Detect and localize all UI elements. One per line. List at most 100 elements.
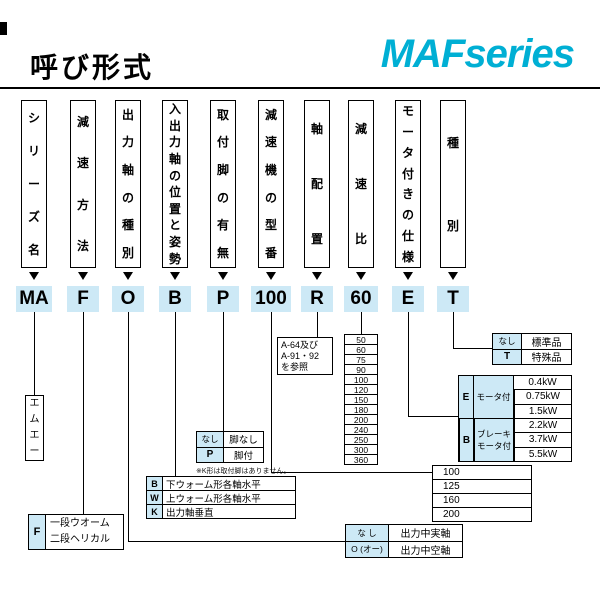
ratio-row: 200 [345, 414, 377, 425]
page-edge-mark [0, 22, 7, 35]
code-chip-p: P [207, 286, 239, 312]
column-box-model-number: 減速機の型番 [258, 100, 284, 268]
kw-cell: 1.5kW [514, 404, 571, 419]
code-cell: O (オー) [346, 541, 388, 557]
motor-kw-column: 0.4kW 0.75kW 1.5kW 2.2kW 3.7kW 5.5kW [513, 376, 571, 461]
size-row: 200 [433, 507, 531, 521]
kw-cell: 0.4kW [514, 376, 571, 391]
column-box-series: シリーズ名 [21, 100, 47, 268]
desc-cell: 脚付 [223, 447, 263, 462]
ratio-row: 150 [345, 394, 377, 405]
code-cell: P [197, 447, 223, 462]
code-chip-r: R [301, 286, 333, 312]
down-arrow-icon [448, 272, 458, 280]
table-row: W 上ウォーム形各軸水平 [147, 490, 295, 504]
down-arrow-icon [266, 272, 276, 280]
table-row: なし 標準品 [493, 334, 571, 349]
code-cell: F [29, 515, 45, 549]
ratio-row: 360 [345, 454, 377, 465]
desc-cell: モータ付 [474, 376, 513, 419]
column-label: 取付脚の有無 [216, 107, 229, 261]
mounting-leg-note: ※K形は取付脚はありません。 [196, 468, 291, 475]
ratio-row: 180 [345, 404, 377, 415]
connector-line [271, 472, 432, 473]
kw-cell: 0.75kW [514, 390, 571, 405]
down-arrow-icon [78, 272, 88, 280]
desc-line: 一段ウオーム [50, 518, 110, 529]
ratio-row: 240 [345, 424, 377, 435]
code-cell: K [147, 505, 162, 518]
code-cell: なし [197, 432, 223, 447]
down-arrow-icon [123, 272, 133, 280]
code-chip-100: 100 [251, 286, 291, 312]
desc-line: 二段ヘリカル [50, 534, 110, 545]
connector-line [128, 541, 345, 542]
code-cell: B [147, 477, 162, 490]
type-table: なし 標準品 T 特殊品 [492, 333, 572, 365]
connector-line [223, 312, 224, 431]
ratio-row: 300 [345, 444, 377, 455]
series-logo: MAFseries [380, 32, 575, 76]
ratio-row: 90 [345, 364, 377, 375]
column-box-type: 種別 [440, 100, 466, 268]
desc-cell: ブレーキモータ付 [474, 419, 513, 461]
down-arrow-icon [29, 272, 39, 280]
ref-line: を参照 [281, 362, 309, 372]
column-label: 減速機の型番 [264, 107, 277, 261]
ratio-table: 50 60 75 90 100 120 150 180 200 240 250 … [344, 334, 378, 465]
page-title: 呼び形式 [30, 52, 155, 83]
down-arrow-icon [312, 272, 322, 280]
column-box-reduction: 減速方法 [70, 100, 96, 268]
table-row: なし 脚なし [197, 432, 263, 447]
table-row: P 脚付 [197, 446, 263, 462]
code-cell: な し [346, 525, 388, 541]
down-arrow-icon [403, 272, 413, 280]
code-chip-o: O [112, 286, 144, 312]
connector-line [34, 312, 35, 395]
size-row: 125 [433, 479, 531, 493]
ratio-row: 100 [345, 374, 377, 385]
shaft-position-table: B 下ウォーム形各軸水平 W 上ウォーム形各軸水平 K 出力軸垂直 [146, 476, 296, 519]
code-cell: W [147, 491, 162, 504]
table-row: B 下ウォーム形各軸水平 [147, 477, 295, 490]
connector-line [453, 348, 492, 349]
connector-line [453, 312, 454, 348]
desc-cell: 出力中実軸 [388, 525, 462, 541]
desc-cell: 脚なし [223, 432, 263, 447]
code-cell: なし [493, 334, 521, 349]
ratio-row: 250 [345, 434, 377, 445]
connector-line [317, 312, 318, 337]
table-row: K 出力軸垂直 [147, 504, 295, 518]
table-row: O (オー) 出力中空軸 [346, 540, 462, 557]
motor-desc-column: モータ付 ブレーキモータ付 [473, 376, 513, 461]
down-arrow-icon [170, 272, 180, 280]
down-arrow-icon [218, 272, 228, 280]
connector-line [83, 312, 84, 514]
column-label: 出力軸の種別 [121, 107, 134, 261]
size-row: 160 [433, 493, 531, 507]
connector-line [408, 416, 458, 417]
ratio-row: 120 [345, 384, 377, 395]
ref-line: A-91・92 [281, 351, 320, 361]
connector-line [128, 312, 129, 541]
ref-line: A-64及び [281, 340, 319, 350]
series-name-box: エムエー [25, 395, 44, 461]
code-chip-b: B [159, 286, 191, 312]
ratio-row: 75 [345, 354, 377, 365]
frame-size-table: 100 125 160 200 [432, 465, 532, 522]
column-label: シリーズ名 [27, 110, 40, 258]
column-box-ratio: 減速比 [348, 100, 374, 268]
output-shaft-table: な し 出力中実軸 O (オー) 出力中空軸 [345, 524, 463, 558]
ratio-row: 50 [356, 334, 366, 345]
code-cell: E [459, 376, 473, 419]
desc-cell: 出力中空軸 [388, 541, 462, 557]
desc-cell: 特殊品 [521, 349, 571, 364]
connector-line [271, 312, 272, 472]
connector-line [361, 312, 362, 334]
connector-line [408, 312, 409, 416]
mounting-leg-table: なし 脚なし P 脚付 [196, 431, 264, 463]
header-rule [0, 87, 600, 89]
code-cell: B [459, 419, 473, 461]
reduction-method-table: F 一段ウオーム 二段ヘリカル [28, 514, 124, 550]
code-chip-ma: MA [16, 286, 52, 312]
